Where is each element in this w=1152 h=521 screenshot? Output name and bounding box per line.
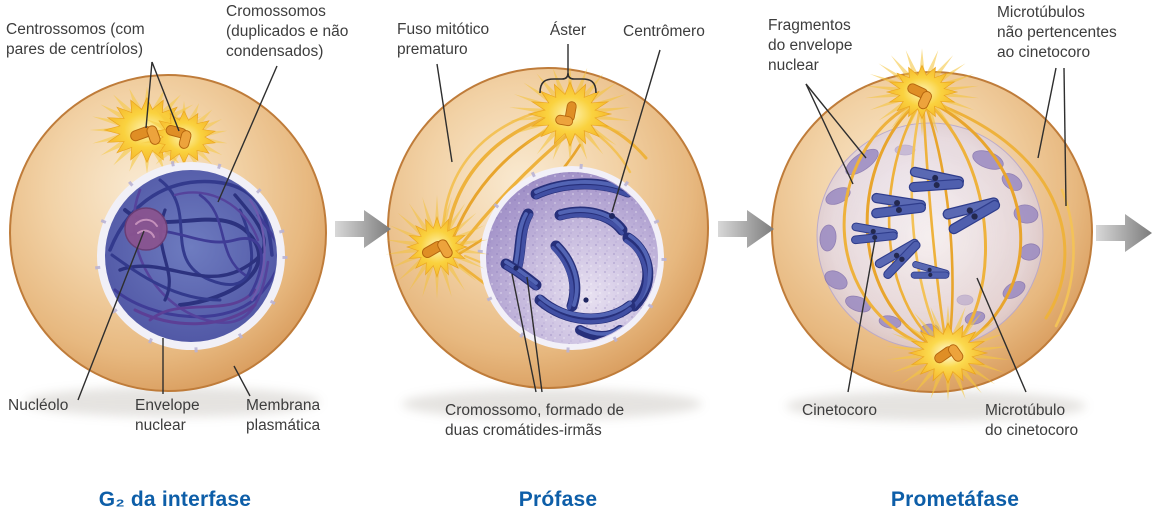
aster-icon [886,305,1010,401]
nucleolus-icon [124,207,168,251]
spindle-microtubules [842,97,1075,354]
label-centrosomes: Centrossomos (com pares de centríolos) [6,21,145,59]
label-nuclear-envelope: Envelope nuclear [135,397,200,435]
label-aster: Áster [549,22,587,39]
phase-title-profase: Prófase [518,488,598,511]
label-centromere: Centrômero [623,23,705,40]
centrosome-icon [89,86,228,174]
label-plasma-membrane: Membrana plasmática [246,397,321,435]
label-envelope-fragments: Fragmentos do envelope nuclear [768,17,853,75]
aster-icon [509,66,631,162]
chromatin [108,178,276,326]
label-nonkinetochore-mts: Microtúbulos não pertencentes ao cinetoc… [997,4,1117,62]
nucleus [477,163,667,353]
label-chromosome: Cromossomo, formado de duas cromátides-i… [445,402,625,440]
label-kinetochore: Cinetocoro [802,402,877,419]
label-early-spindle: Fuso mitótico prematuro [397,21,490,59]
cell-prometafase-illustration [771,48,1093,401]
leader-lines [77,44,1067,401]
phase-title-prometafase: Prometáfase [890,488,1020,511]
aster-icon [385,195,489,299]
arrow-right-icon [718,210,774,248]
arrow-right-icon [1096,214,1152,252]
cell-shadows [24,387,1086,421]
label-chromosomes-g2: Cromossomos (duplicados e não condensado… [226,3,349,61]
label-kinetochore-mt: Microtúbulo do cinetocoro [985,402,1079,440]
label-nucleolus: Nucléolo [8,397,69,414]
nucleus [94,159,288,353]
arrow-right-icon [335,210,391,248]
cell-g2-illustration [9,74,327,392]
condensed-chromosomes [500,178,654,341]
cell-profase-illustration [385,66,709,389]
phase-title-g2-interfase: G₂ da interfase [98,488,252,511]
aster-icon [865,48,979,136]
